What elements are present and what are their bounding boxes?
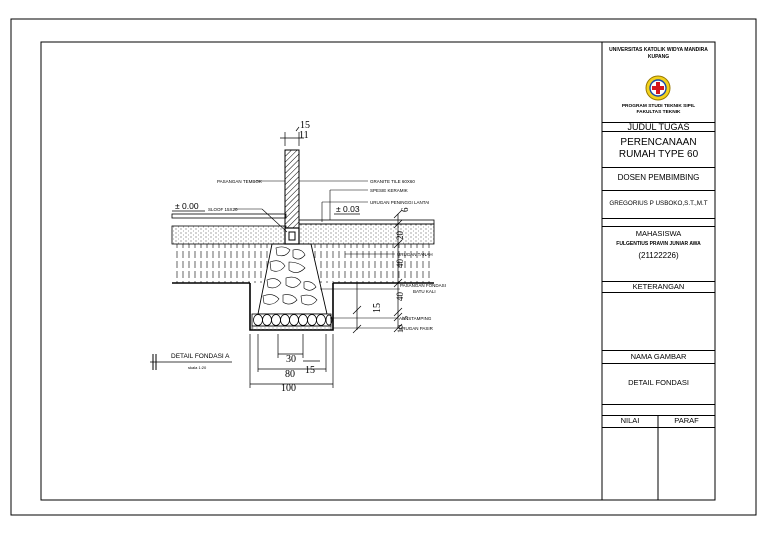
dim-5: 5 <box>401 316 410 320</box>
judul-tugas-label: JUDUL TUGAS <box>627 122 690 132</box>
label-spesie: SPESIE KERAMIK <box>370 188 408 193</box>
label-urugan-peninggi: URUGAN PENINGGI LANTAI <box>370 200 429 205</box>
inner-frame <box>40 41 716 501</box>
label-aanstamping: AANSTAMPING <box>399 316 432 321</box>
project-title-line2: RUMAH TYPE 60 <box>618 149 699 160</box>
dim-30: 30 <box>286 354 296 365</box>
brick-wall <box>284 149 300 231</box>
dim-wall-inner: 11 <box>299 130 309 141</box>
floor-fill-right <box>298 223 435 245</box>
dosen-label: DOSEN PEMBIMBING <box>617 173 700 182</box>
dim-15-side: 15 <box>372 303 383 313</box>
mahasiswa-name: FULGENTIUS PRAVIN JUNIAR AWA <box>616 241 701 247</box>
mahasiswa-id: (21122226) <box>638 251 679 260</box>
dim-10: 10 <box>396 325 405 333</box>
keterangan-label: KETERANGAN <box>632 282 685 291</box>
dim-80: 80 <box>285 369 295 380</box>
nilai-label: NILAI <box>620 416 640 425</box>
dim-40-lower: 40 <box>395 292 405 302</box>
drawing-scale: skala 1:20 <box>188 365 207 370</box>
university-logo <box>645 75 671 101</box>
label-granite: GRANITE TILE 60X60 <box>370 179 415 184</box>
floor-finish-left <box>171 213 287 219</box>
level-left: ± 0.00 <box>175 201 199 211</box>
dim-20: 20 <box>395 231 405 241</box>
paraf-label: PARAF <box>674 416 699 425</box>
faculty-name: FAKULTAS TEKNIK <box>636 110 681 115</box>
dim-6-top: 6 <box>400 207 410 212</box>
foundation-drawing: 15 11 ± 0.00 ± 0.03 PASANGAN TEMBOK SLOO… <box>150 120 446 394</box>
floor-finish-right <box>298 219 435 225</box>
drawing-title: DETAIL FONDASI A <box>171 353 230 360</box>
dim-15-bottom: 15 <box>305 365 315 376</box>
sloof-beam <box>284 227 300 245</box>
label-pasangan-tembok: PASANGAN TEMBOK <box>217 179 262 184</box>
label-pasangan-fondasi-1: PASANGAN FONDASI <box>400 283 446 288</box>
dosen-name: GREGORIUS P USBOKO,S.T.,M.T <box>609 200 708 207</box>
level-right: ± 0.03 <box>336 204 360 214</box>
mahasiswa-label: MAHASISWA <box>635 229 682 238</box>
label-urugan-tanah: URUGAN TANAH <box>397 252 433 257</box>
study-program: PROGRAM STUDI TEKNIK SIPIL <box>621 104 696 109</box>
drawing-name: DETAIL FONDASI <box>628 378 689 387</box>
sand-bedding <box>251 325 332 331</box>
sloof-rebar <box>288 231 296 241</box>
floor-fill-left <box>171 225 287 245</box>
label-urugan-pasir: URUGAN PASIR <box>399 326 434 331</box>
label-pasangan-fondasi-2: BATU KALI <box>413 289 436 294</box>
project-title-line1: PERENCANAAN <box>620 137 697 148</box>
outer-frame <box>10 18 757 516</box>
university-name: UNIVERSITAS KATOLIK WIDYA MANDIRA KUPANG <box>609 47 708 60</box>
dim-40-upper: 40 <box>395 259 405 269</box>
nama-gambar-label: NAMA GAMBAR <box>630 352 687 361</box>
dim-100: 100 <box>281 383 296 394</box>
label-sloof: SLOOF 15X20 <box>208 207 238 212</box>
dim-wall-top: 15 <box>300 120 310 131</box>
